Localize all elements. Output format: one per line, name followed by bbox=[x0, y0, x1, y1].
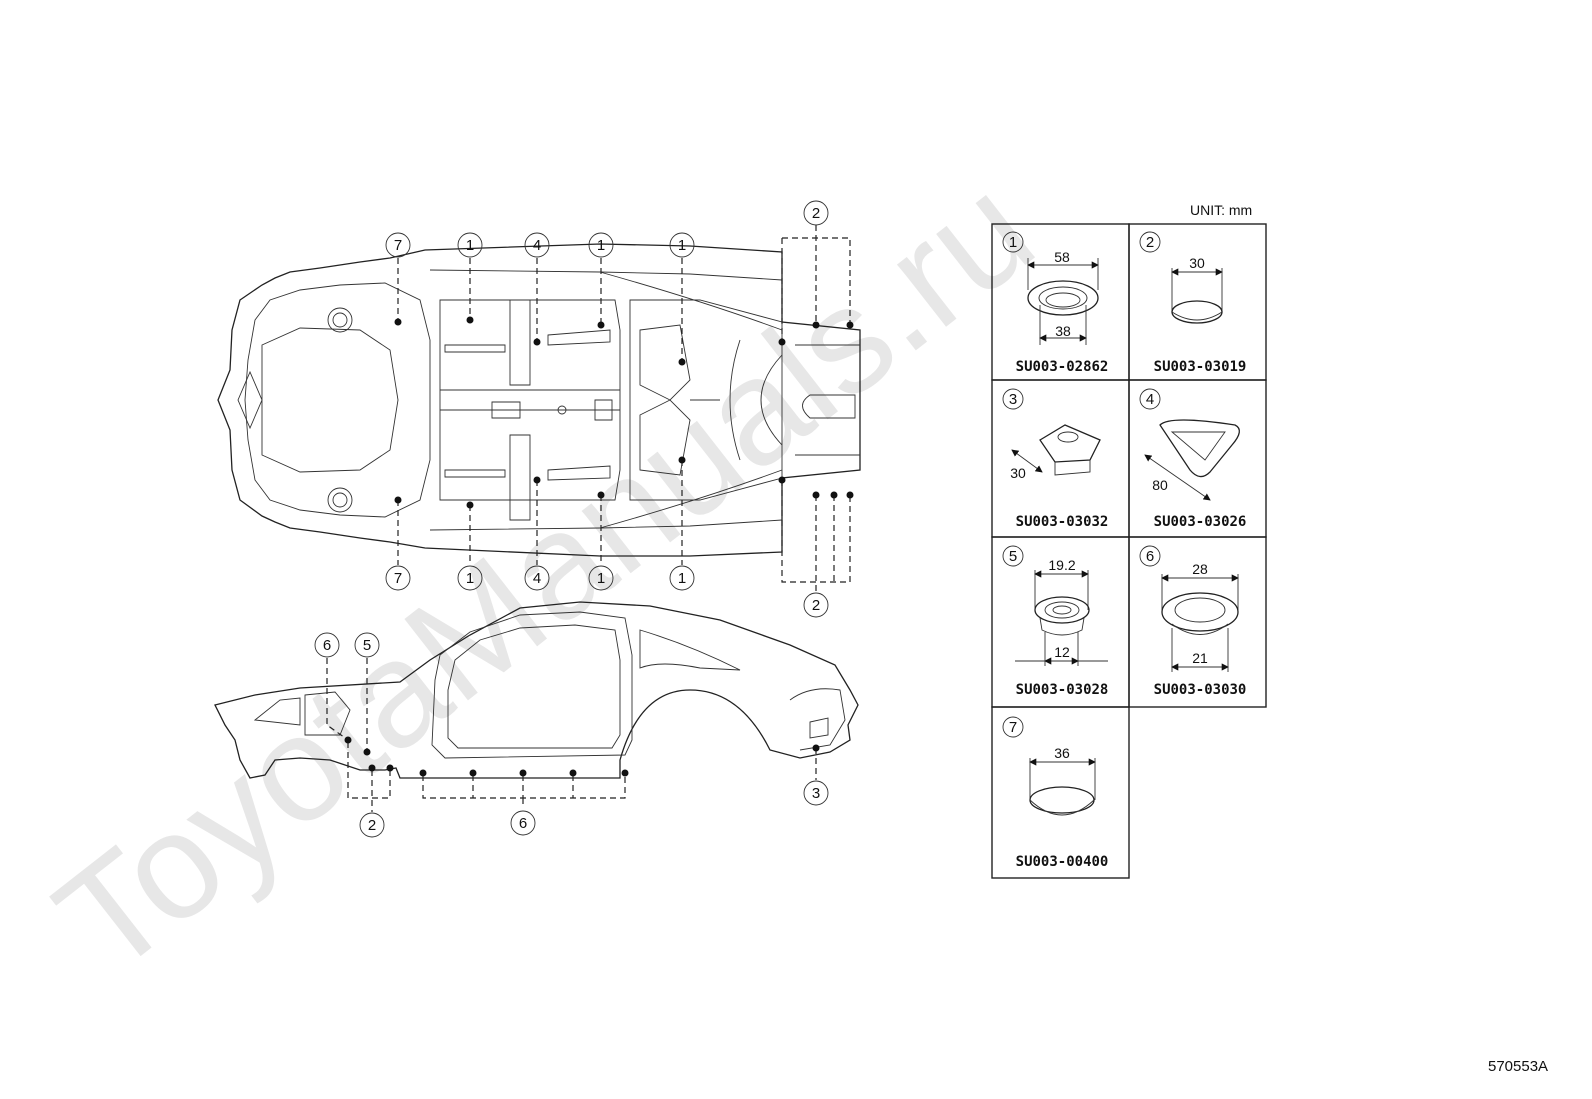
callout-1: 1 bbox=[466, 570, 474, 587]
svg-text:2: 2 bbox=[1146, 234, 1154, 251]
callout-2: 2 bbox=[812, 205, 820, 222]
figure-code: 570553A bbox=[1488, 1058, 1549, 1075]
unit-label: UNIT: mm bbox=[1190, 202, 1253, 218]
part-cell-2: 2 30 SU003-03019 bbox=[1128, 223, 1267, 381]
callout-7: 7 bbox=[394, 570, 402, 587]
underbody-view bbox=[217, 225, 861, 592]
dim-outer: 19.2 bbox=[1048, 557, 1075, 573]
svg-text:ToyotaManuals.ru: ToyotaManuals.ru bbox=[26, 144, 1062, 1005]
callouts-top-upper: 7 1 4 1 1 2 bbox=[385, 200, 829, 258]
dim-length: 80 bbox=[1152, 477, 1168, 493]
dim-inner: 21 bbox=[1192, 650, 1208, 666]
callout-1: 1 bbox=[597, 570, 605, 587]
svg-text:4: 4 bbox=[1146, 391, 1154, 408]
dim-size: 30 bbox=[1010, 465, 1026, 481]
callout-6: 6 bbox=[323, 637, 331, 654]
part-cell-1: 1 58 38 SU003-02862 bbox=[991, 223, 1130, 381]
dim-diameter: 36 bbox=[1054, 745, 1070, 761]
part-code: SU003-03026 bbox=[1154, 514, 1247, 530]
svg-text:1: 1 bbox=[1009, 234, 1017, 251]
callout-4: 4 bbox=[533, 570, 541, 587]
callouts-side: 6 5 2 6 3 bbox=[314, 632, 829, 838]
underbody-outline bbox=[217, 243, 861, 557]
callout-4: 4 bbox=[533, 237, 541, 254]
part-cell-4: 4 80 SU003-03026 bbox=[1128, 379, 1267, 538]
parts-table: 1 58 38 SU003-02862 2 30 SU003-03019 bbox=[991, 223, 1267, 879]
part-code: SU003-00400 bbox=[1016, 854, 1109, 870]
dim-diameter: 30 bbox=[1189, 255, 1205, 271]
callout-1: 1 bbox=[678, 237, 686, 254]
dim-outer: 28 bbox=[1192, 561, 1208, 577]
callout-3: 3 bbox=[812, 785, 820, 802]
svg-text:6: 6 bbox=[1146, 548, 1154, 565]
part-cell-3: 3 30 SU003-03032 bbox=[991, 379, 1130, 538]
part-code: SU003-03032 bbox=[1016, 514, 1109, 530]
callout-5: 5 bbox=[363, 637, 371, 654]
part-cell-5: 5 19.2 12 SU003-03028 bbox=[991, 536, 1130, 708]
part-code: SU003-03028 bbox=[1016, 682, 1109, 698]
callouts-top-lower: 7 1 4 1 1 2 bbox=[385, 565, 829, 618]
svg-text:5: 5 bbox=[1009, 548, 1017, 565]
part-code: SU003-03030 bbox=[1154, 682, 1247, 698]
dim-inner: 38 bbox=[1055, 323, 1071, 339]
callout-2: 2 bbox=[812, 597, 820, 614]
side-view bbox=[214, 601, 859, 812]
svg-text:3: 3 bbox=[1009, 391, 1017, 408]
part-code: SU003-03019 bbox=[1154, 359, 1247, 375]
callout-1: 1 bbox=[678, 570, 686, 587]
part-cell-7: 7 36 SU003-00400 bbox=[991, 706, 1130, 879]
svg-text:7: 7 bbox=[1009, 719, 1017, 736]
callout-6: 6 bbox=[519, 815, 527, 832]
callout-2: 2 bbox=[368, 817, 376, 834]
callout-1: 1 bbox=[466, 237, 474, 254]
callout-7: 7 bbox=[394, 237, 402, 254]
callout-1: 1 bbox=[597, 237, 605, 254]
part-code: SU003-02862 bbox=[1016, 359, 1109, 375]
watermark: ToyotaManuals.ru bbox=[26, 144, 1062, 1005]
dim-outer: 58 bbox=[1054, 249, 1070, 265]
dim-inner: 12 bbox=[1054, 644, 1070, 660]
part-cell-6: 6 28 21 SU003-03030 bbox=[1128, 536, 1267, 708]
side-body-outline bbox=[214, 601, 859, 779]
